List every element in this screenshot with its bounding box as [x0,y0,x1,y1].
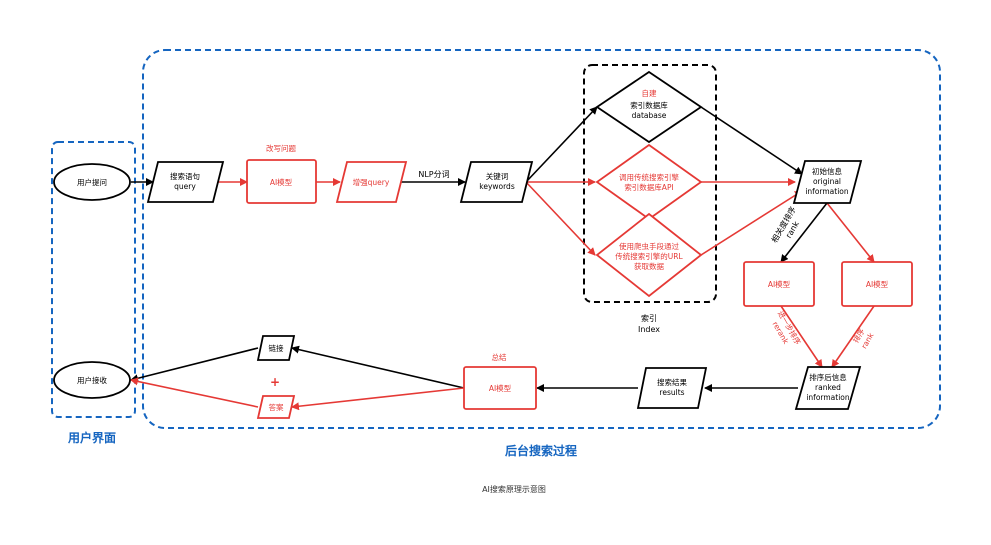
plus-sign: + [270,375,280,389]
initial-information-label-en1: original [813,177,841,186]
edge-initial-to-ai-right [826,202,875,263]
crawler-node [595,212,703,298]
edge-db-to-initial [700,106,803,175]
edge-links-to-receive [130,347,259,383]
index-region [583,64,717,303]
initial-information-label-cn: 初始信息 [812,166,842,176]
edge-keywords-to-crawl [525,181,596,256]
backend-region-label: 后台搜索过程 [505,443,577,458]
search-query-label-cn: 搜索语句 [170,171,200,181]
edge-ai-to-links [291,345,465,389]
search-query-node [146,161,225,203]
index-database-label-en: database [632,111,667,120]
search-results-label-en: results [659,388,684,397]
answer-label: 答案 [269,402,284,412]
search-engine-api-node [595,143,703,221]
user-ask-node [53,163,131,201]
user-receive-node [53,361,131,399]
user-ui-region-label: 用户界面 [67,430,116,445]
links-label: 链接 [269,343,284,353]
ai-model-rewrite-label: AI模型 [270,177,293,187]
ai-model-summary-node [463,366,537,410]
answer-node [256,395,296,419]
edge-ai-right-to-ranked [831,305,875,368]
user-ask-label: 用户提问 [77,177,107,187]
crawler-label-1: 使用爬虫手段通过 [619,241,679,251]
summary-label: 总结 [492,352,507,362]
ai-model-summary-label: AI模型 [489,383,512,393]
enhanced-query-label: 增强query [353,177,390,187]
user-ui-region [51,141,136,418]
index-database-label-cn: 索引数据库 [630,100,668,110]
edge-answer-to-receive [130,377,259,408]
crawler-label-3: 获取数据 [634,261,664,271]
initial-information-label-en2: information [805,187,849,196]
search-results-label-cn: 搜索结果 [657,377,687,387]
search-results-node [636,367,708,409]
edge-keywords-to-db [525,106,598,183]
edge-initial-to-ai-left [780,202,828,263]
crawler-label-2: 传统搜索引擎的URL [615,251,683,261]
index-region-title: 索引 [641,313,657,323]
index-region-subtitle: Index [638,325,660,334]
self-built-label: 自建 [642,88,657,98]
ranked-information-label-en1: ranked [815,383,841,392]
search-engine-api-label-2: 索引数据库API [624,182,673,192]
ranked-information-label-cn: 排序后信息 [809,372,847,382]
ai-model-rerank-label: AI模型 [768,279,791,289]
edge-crawl-to-initial [700,190,803,256]
backend-region [142,49,941,429]
diagram-caption: AI搜索原理示意图 [482,484,546,494]
rewrite-label: 改写问题 [266,143,296,153]
ai-model-rewrite-node [246,159,317,204]
initial-information-node [792,160,863,204]
search-engine-api-label-1: 调用传统搜索引擎 [619,172,679,182]
ranked-information-label-en2: information [806,393,850,402]
search-query-label-en: query [174,182,196,191]
enhanced-query-node [335,161,408,203]
ranked-information-node [794,366,862,410]
ai-model-rank-node [841,261,913,307]
keywords-node [459,161,534,203]
keywords-label-en: keywords [479,182,515,191]
nlp-label: NLP分词 [418,170,449,179]
index-database-node [595,70,703,144]
edge-ai-to-answer [291,387,465,411]
user-receive-label: 用户接收 [77,375,107,385]
links-node [256,335,296,361]
keywords-label-cn: 关键词 [486,171,509,181]
ai-model-rank-label: AI模型 [866,279,889,289]
ai-model-rerank-node [743,261,815,307]
edge-ai-left-to-ranked [780,305,823,368]
